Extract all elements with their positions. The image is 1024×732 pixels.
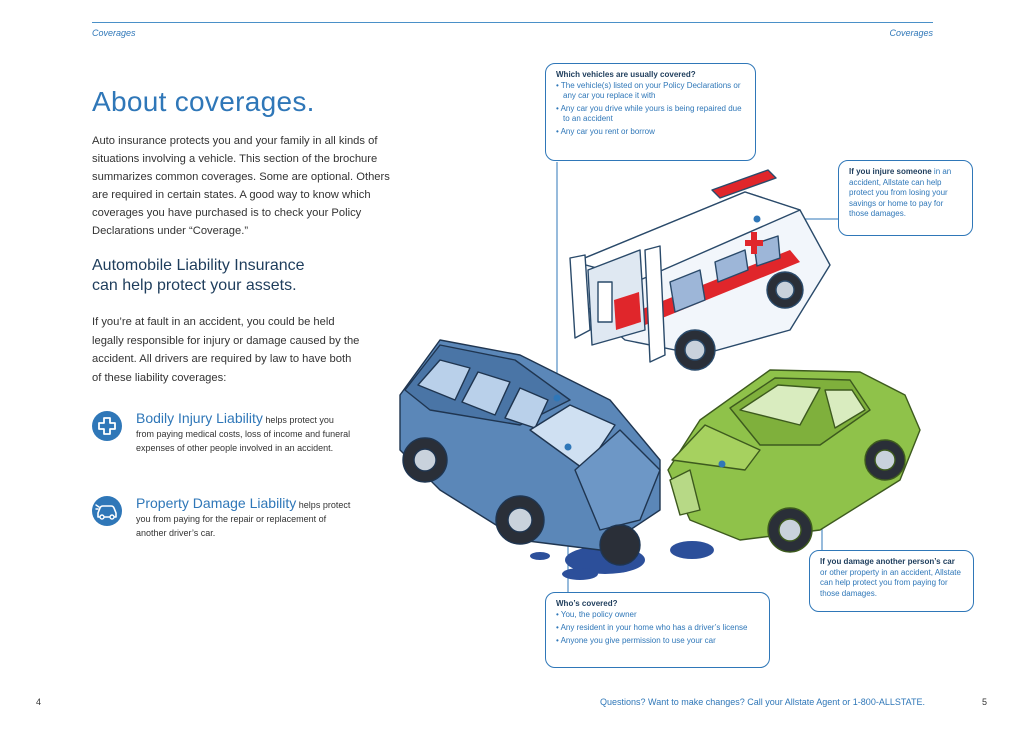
callout-markers xyxy=(553,215,761,468)
injure-text: If you injure someone in an accident, Al… xyxy=(849,167,962,220)
damage-text: If you damage another person’s car or ot… xyxy=(820,557,963,599)
vehicles-list: • The vehicle(s) listed on your Policy D… xyxy=(556,81,745,137)
list-item: • You, the policy owner xyxy=(556,610,637,619)
bodily-injury-lead: helps protect xyxy=(262,415,317,425)
list-item: • Any resident in your home who has a dr… xyxy=(556,623,748,632)
blue-minivan xyxy=(399,339,661,566)
page-title: About coverages. xyxy=(92,86,315,117)
bodily-injury-title: Bodily Injury Liability xyxy=(136,410,263,426)
property-damage-description: protect you from paying for the repair o… xyxy=(136,500,351,538)
medical-cross-icon xyxy=(92,411,122,441)
injure-bold: If you injure someone xyxy=(849,167,932,176)
damage-body: or other property in an accident, Allsta… xyxy=(820,567,961,598)
subheading-line-2: can help protect your assets. xyxy=(92,277,297,294)
page-number-left: 4 xyxy=(36,697,42,707)
vehicles-heading: Which vehicles are usually covered? xyxy=(556,70,696,79)
section-label-right: Coverages xyxy=(889,28,933,38)
subheading-line-1: Automobile Liability Insurance xyxy=(92,257,305,274)
header-rule xyxy=(92,22,933,23)
liability-paragraph: If you’re at fault in an accident, you c… xyxy=(92,316,360,384)
callout-whos-covered: Who’s covered? • You, the policy owner •… xyxy=(545,592,770,668)
ambulance xyxy=(569,169,831,371)
section-label-left: Coverages xyxy=(92,28,136,38)
callout-vehicles-covered: Which vehicles are usually covered? • Th… xyxy=(545,63,756,161)
who-list: • You, the policy owner • Any resident i… xyxy=(556,610,759,646)
bodily-injury-text: Bodily Injury Liability helps protect yo… xyxy=(136,411,351,455)
list-item: • Any car you rent or borrow xyxy=(556,127,655,136)
page-number-right: 5 xyxy=(982,697,988,707)
property-damage-title: Property Damage Liability xyxy=(136,495,297,511)
property-damage-text: Property Damage Liability helps protect … xyxy=(136,496,351,540)
callout-injure-someone: If you injure someone in an accident, Al… xyxy=(838,160,973,236)
damaged-car-icon xyxy=(92,496,122,526)
footer-contact: Questions? Want to make changes? Call yo… xyxy=(600,697,926,707)
green-sedan xyxy=(667,369,921,553)
property-damage-lead: helps xyxy=(296,500,321,510)
who-heading: Who’s covered? xyxy=(556,599,618,608)
damage-bold: If you damage another person’s car xyxy=(820,557,955,566)
list-item: • The vehicle(s) listed on your Policy D… xyxy=(556,81,741,100)
list-item: • Anyone you give permission to use your… xyxy=(556,636,716,645)
callout-damage-car: If you damage another person’s car or ot… xyxy=(809,550,974,612)
list-item: • Any car you drive while yours is being… xyxy=(556,104,742,123)
liability-subheading: Automobile Liability Insurance can help … xyxy=(92,256,382,296)
injure-body: in an accident, Allstate can help protec… xyxy=(849,167,952,218)
bodily-injury-description: you from paying medical costs, loss of i… xyxy=(136,415,351,453)
intro-paragraph: Auto insurance protects you and your fam… xyxy=(92,135,390,237)
